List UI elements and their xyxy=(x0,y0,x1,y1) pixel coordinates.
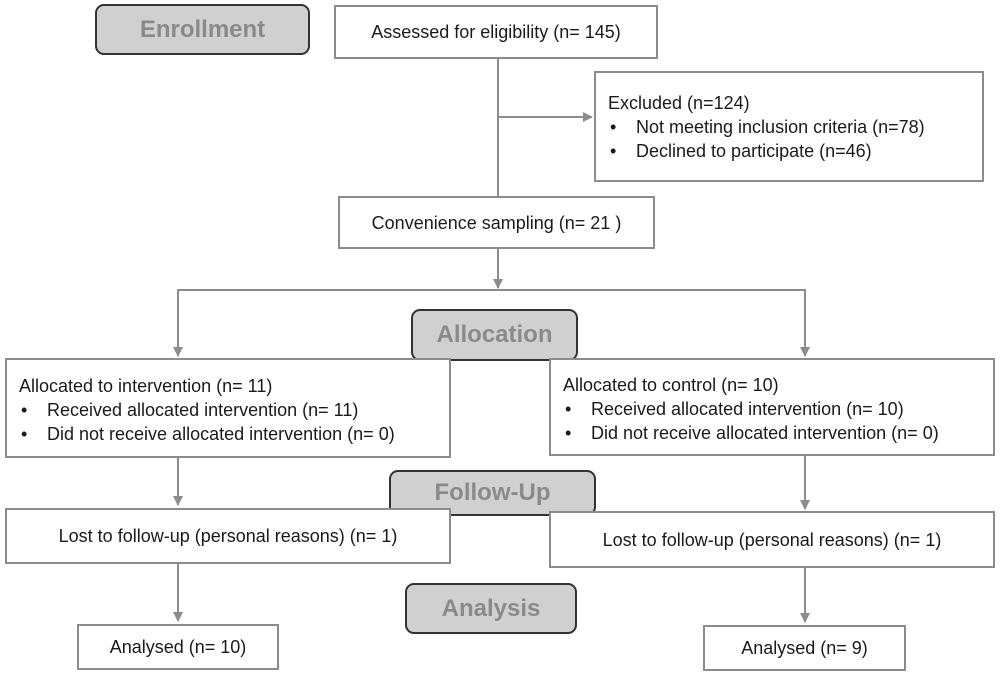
excluded-list: Not meeting inclusion criteria (n=78) De… xyxy=(608,115,970,163)
intervention-item: Received allocated intervention (n= 11) xyxy=(19,398,437,422)
control-item: Received allocated intervention (n= 10) xyxy=(563,397,981,421)
excluded-item: Declined to participate (n=46) xyxy=(608,139,970,163)
intervention-list: Received allocated intervention (n= 11) … xyxy=(19,398,437,446)
analysed-left-text: Analysed (n= 10) xyxy=(109,637,247,657)
stage-enrollment: Enrollment xyxy=(95,4,310,55)
analysed-left-box: Analysed (n= 10) xyxy=(77,624,279,670)
intervention-item: Did not receive allocated intervention (… xyxy=(19,422,437,446)
lost-to-follow-up-left-box: Lost to follow-up (personal reasons) (n=… xyxy=(5,508,451,564)
stage-allocation: Allocation xyxy=(411,309,578,361)
assessed-text: Assessed for eligibility (n= 145) xyxy=(371,22,621,42)
excluded-box: Excluded (n=124) Not meeting inclusion c… xyxy=(594,71,984,182)
control-item: Did not receive allocated intervention (… xyxy=(563,421,981,445)
control-heading: Allocated to control (n= 10) xyxy=(563,375,779,395)
analysed-right-text: Analysed (n= 9) xyxy=(741,638,868,658)
stage-analysis: Analysis xyxy=(405,583,577,634)
control-allocation-box: Allocated to control (n= 10) Received al… xyxy=(549,358,995,456)
assessed-box: Assessed for eligibility (n= 145) xyxy=(334,5,658,59)
lost-to-follow-up-right-text: Lost to follow-up (personal reasons) (n=… xyxy=(602,529,942,550)
convenience-sampling-text: Convenience sampling (n= 21 ) xyxy=(371,212,622,233)
control-list: Received allocated intervention (n= 10) … xyxy=(563,397,981,445)
lost-to-follow-up-left-text: Lost to follow-up (personal reasons) (n=… xyxy=(58,526,398,546)
analysed-right-box: Analysed (n= 9) xyxy=(703,625,906,671)
convenience-sampling-box: Convenience sampling (n= 21 ) xyxy=(338,196,655,249)
intervention-allocation-box: Allocated to intervention (n= 11) Receiv… xyxy=(5,358,451,458)
lost-to-follow-up-right-box: Lost to follow-up (personal reasons) (n=… xyxy=(549,511,995,568)
excluded-item: Not meeting inclusion criteria (n=78) xyxy=(608,115,970,139)
intervention-heading: Allocated to intervention (n= 11) xyxy=(19,376,273,396)
excluded-heading: Excluded (n=124) xyxy=(608,93,750,113)
